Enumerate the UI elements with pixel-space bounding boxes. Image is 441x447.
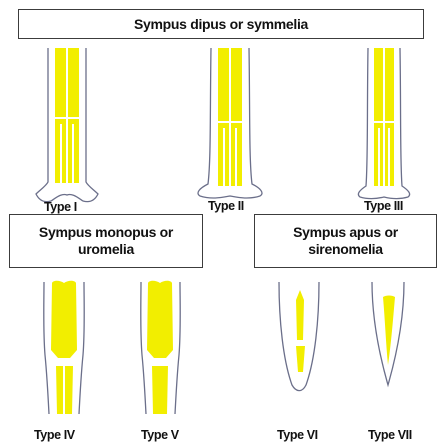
type-4-label: Type IV	[34, 428, 75, 442]
type-3-limb	[358, 48, 409, 199]
type-4-femur	[51, 281, 77, 358]
type-4-outline-right	[79, 282, 84, 414]
type-6-upper-bone	[296, 290, 304, 340]
type-5-femur	[147, 281, 173, 358]
type-1-label: Type I	[44, 200, 77, 214]
type-5-tibia	[152, 366, 168, 414]
type-7-bone	[383, 296, 395, 366]
type-7-label: Type VII	[368, 428, 412, 442]
type-1-limb	[36, 48, 98, 202]
type-7-limb	[372, 282, 404, 385]
type-4-outline-left	[44, 282, 49, 414]
heading-sympus-monopus: Sympus monopus or uromelia	[9, 214, 203, 268]
type-4-limb	[44, 281, 85, 414]
heading-sympus-monopus-line1: Sympus monopus or	[39, 224, 173, 241]
type-2-limb	[198, 48, 262, 198]
type-5-outline-right	[175, 282, 180, 414]
heading-sympus-dipus: Sympus dipus or symmelia	[18, 9, 424, 39]
heading-sympus-apus-line2: sirenomelia	[293, 241, 398, 258]
type-2-label: Type II	[208, 199, 244, 213]
heading-sympus-dipus-text: Sympus dipus or symmelia	[134, 16, 308, 33]
type-5-limb	[141, 281, 181, 414]
type-6-limb	[279, 282, 319, 391]
heading-sympus-apus-line1: Sympus apus or	[293, 224, 398, 241]
heading-sympus-monopus-line2: uromelia	[39, 241, 173, 258]
type-3-label: Type III	[364, 199, 403, 213]
heading-sympus-apus: Sympus apus or sirenomelia	[254, 214, 437, 268]
type-6-lower-bone	[296, 346, 305, 372]
type-5-outline-left	[141, 282, 146, 414]
type-6-label: Type VI	[277, 428, 318, 442]
type-5-label: Type V	[141, 428, 179, 442]
